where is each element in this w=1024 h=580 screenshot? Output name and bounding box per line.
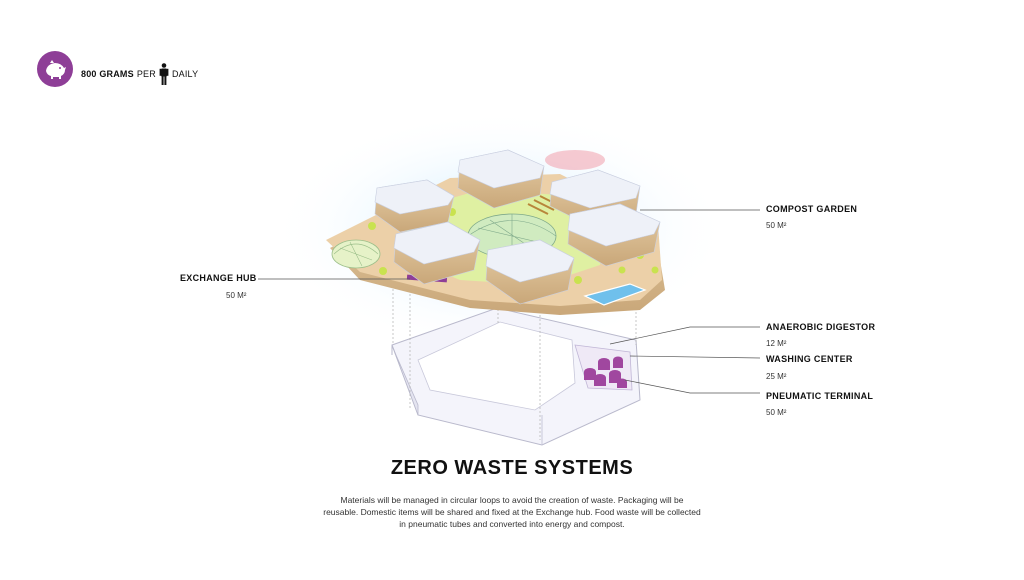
person-icon <box>159 63 169 85</box>
building-6 <box>485 239 575 305</box>
callout-anaerobic-digestor-area: 12 M² <box>766 339 787 348</box>
callout-washing-center-area: 25 M² <box>766 372 787 381</box>
amount-text: 800 GRAMS <box>81 69 134 79</box>
callout-compost-garden-area: 50 M² <box>766 221 787 230</box>
vertical-guides <box>392 285 637 440</box>
building-2 <box>457 149 545 209</box>
pool <box>583 283 647 306</box>
building-5 <box>567 203 661 267</box>
lower-level-structure <box>391 307 641 446</box>
hexagonal-buildings <box>374 149 661 305</box>
period-text: DAILY <box>171 69 199 79</box>
flower-field <box>545 150 605 170</box>
compost-pig-icon <box>37 51 73 87</box>
building-1 <box>374 179 455 233</box>
anaerobic-digester-tanks <box>584 356 627 388</box>
callout-exchange-hub-title: EXCHANGE HUB <box>180 273 257 283</box>
description-text: Materials will be managed in circular lo… <box>323 495 701 529</box>
callout-anaerobic-digestor-title: ANAEROBIC DIGESTOR <box>766 322 876 332</box>
daily-waste-stat: 800 GRAMS PER DAILY <box>81 63 198 85</box>
building-4 <box>393 221 481 285</box>
callout-pneumatic-terminal-area: 50 M² <box>766 408 787 417</box>
callout-washing-center-title: WASHING CENTER <box>766 354 853 364</box>
per-text: PER <box>136 69 156 79</box>
callout-exchange-hub-area: 50 M² <box>226 291 247 300</box>
callout-leaders <box>258 209 761 394</box>
callout-pneumatic-terminal-title: PNEUMATIC TERMINAL <box>766 391 874 401</box>
callout-compost-garden-title: COMPOST GARDEN <box>766 204 858 214</box>
page-title: ZERO WASTE SYSTEMS <box>390 457 634 479</box>
